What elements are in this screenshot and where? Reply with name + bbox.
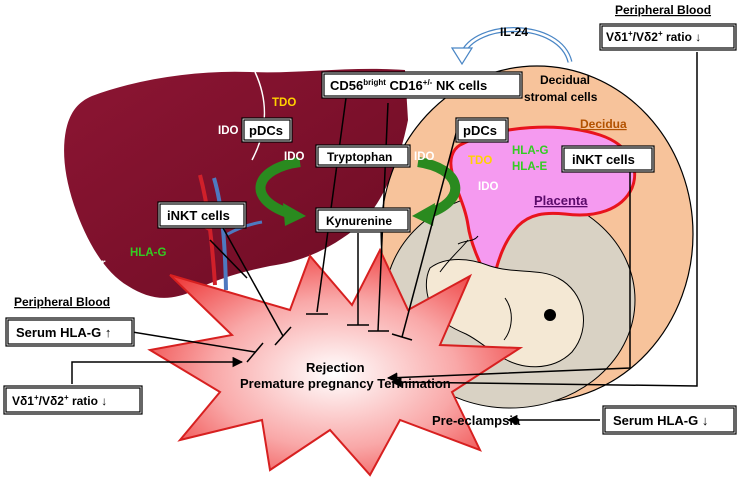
pdcs-placenta-label: pDCs: [463, 123, 497, 138]
premature-termination-label: Premature pregnancy Termination: [240, 376, 451, 391]
pdcs-liver-label: pDCs: [249, 123, 283, 138]
vd-ratio-top: Vδ1+/Vδ2+ ratio ↓: [606, 29, 701, 44]
rejection-burst: [147, 247, 524, 477]
pre-eclampsia-label: Pre-eclampsia: [432, 413, 521, 428]
ido-placenta-label: IDO: [478, 181, 499, 193]
liver-label: Liver: [78, 258, 106, 270]
serum-hlag-up-label: Serum HLA-G ↑: [16, 325, 111, 340]
inkt-liver-label: iNKT cells: [167, 208, 230, 223]
hla-g-placenta-label: HLA-G: [512, 145, 548, 157]
ido-liver-label: IDO: [218, 125, 239, 137]
peripheral-blood-top-label: Peripheral Blood: [615, 3, 711, 17]
hla-g-liver-label: HLA-G: [130, 247, 166, 259]
activation-arrows: [71, 52, 698, 426]
liver-fissure: [251, 71, 266, 161]
kynurenine-label: Kynurenine: [326, 214, 392, 228]
placenta-label: Placenta: [534, 193, 588, 208]
decidual-stromal-label-1: Decidual: [540, 73, 590, 87]
ido-left-label: IDO: [284, 151, 305, 163]
il24-label: IL-24: [500, 25, 528, 39]
tdo-placenta-label: TDO: [468, 155, 492, 167]
green-arrow-left: [255, 157, 301, 218]
hla-e-placenta-label: HLA-E: [512, 161, 547, 173]
nk-cells-label: CD56bright CD16+/- NK cells: [330, 78, 487, 93]
serum-hlag-down-label: Serum HLA-G ↓: [613, 413, 708, 428]
decidual-stromal-label-2: stromal cells: [524, 90, 598, 104]
inhibition-lines: [119, 97, 459, 363]
liver-shape: [64, 68, 408, 298]
vd-ratio-left: Vδ1+/Vδ2+ ratio ↓: [12, 393, 107, 408]
tryptophan-label: Tryptophan: [327, 150, 392, 164]
il24-arrow-inner: [460, 28, 572, 63]
ido-right-label: IDO: [414, 151, 435, 163]
decidua-label: Decidua: [580, 117, 627, 131]
green-arrow-right: [417, 157, 461, 218]
tdo-liver-label: TDO: [272, 97, 296, 109]
inkt-placenta-label: iNKT cells: [572, 152, 635, 167]
peripheral-blood-left-label: Peripheral Blood: [14, 295, 110, 309]
rejection-label: Rejection: [306, 360, 365, 375]
